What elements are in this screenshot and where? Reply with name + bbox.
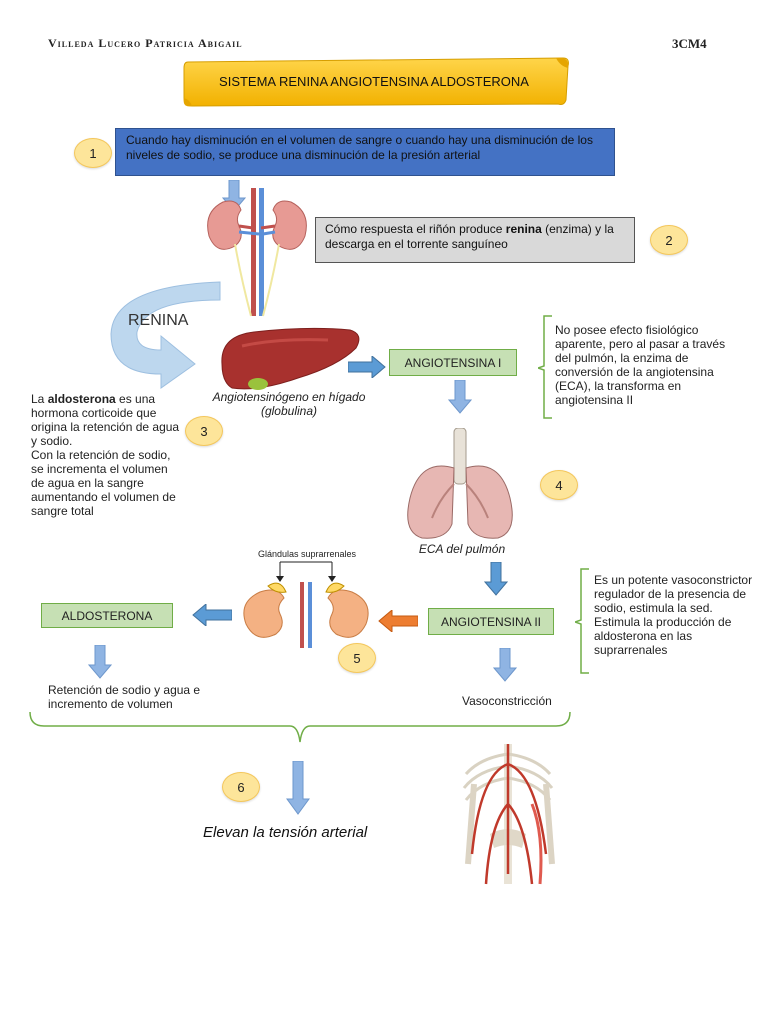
step-badge-2: 2 <box>650 225 688 255</box>
step1-text: Cuando hay disminución en el volumen de … <box>126 133 593 162</box>
step-number: 3 <box>200 423 208 439</box>
lungs-icon <box>407 428 513 539</box>
group-code: 3CM4 <box>672 36 707 51</box>
retention-text: Retención de sodio y agua e incremento d… <box>48 683 201 711</box>
adrenal-glands-icon <box>243 561 369 648</box>
title-scroll-banner <box>183 57 569 107</box>
step-number: 1 <box>89 145 97 161</box>
kidney-icon <box>207 188 307 317</box>
angiotensina-2-note: Es un potente vasoconstrictor regulador … <box>594 573 753 657</box>
angiotensina-1-box: ANGIOTENSINA I <box>389 349 517 376</box>
brace-icon <box>29 711 571 743</box>
curved-arrow-icon <box>110 281 221 389</box>
step2-text: Cómo respuesta el riñón produce <box>325 222 506 236</box>
bracket-icon <box>538 315 552 419</box>
step2-box: Cómo respuesta el riñón produce renina (… <box>315 217 635 263</box>
diagram-title: SISTEMA RENINA ANGIOTENSINA ALDOSTERONA <box>219 74 529 89</box>
step3-bold: aldosterona <box>47 392 116 406</box>
angiotensina-1-note: No posee efecto fisiológico aparente, pe… <box>555 323 726 407</box>
step-badge-5: 5 <box>338 643 376 673</box>
step3-text-start: La <box>31 392 48 406</box>
arrow-down-icon <box>88 645 112 679</box>
step2-text-end: (enzima) y la descarga en el torrente sa… <box>325 222 614 251</box>
step-number: 2 <box>665 232 673 248</box>
arrow-down-icon <box>493 648 517 682</box>
step-number: 5 <box>353 650 361 666</box>
step3-text-mid: es una hormona corticoide que origina la… <box>31 392 180 448</box>
angiotensina-2-box: ANGIOTENSINA II <box>428 608 554 635</box>
arrow-right-icon <box>348 356 386 378</box>
skeleton-vessels-icon <box>462 744 555 885</box>
aldosterona-label: ALDOSTERONA <box>61 608 153 623</box>
step2-bold: renina <box>505 222 542 236</box>
vasoconstriction-text: Vasoconstricción <box>462 694 552 708</box>
step-badge-1: 1 <box>74 138 112 168</box>
lung-caption: ECA del pulmón <box>418 542 506 556</box>
step3-text-second: Con la retención de sodio, se incrementa… <box>31 448 176 518</box>
liver-icon <box>221 327 360 390</box>
conclusion-text: Elevan la tensión arterial <box>203 824 368 841</box>
adrenal-label: Glándulas suprarrenales <box>258 549 357 559</box>
bracket-icon <box>575 568 589 674</box>
angiotensina-2-label: ANGIOTENSINA II <box>440 614 542 629</box>
step-badge-6: 6 <box>222 772 260 802</box>
arrow-down-icon <box>484 562 508 596</box>
aldosterona-box: ALDOSTERONA <box>41 603 173 628</box>
arrow-down-icon <box>448 380 472 414</box>
step-number: 4 <box>555 477 563 493</box>
arrow-left-icon <box>192 604 232 626</box>
liver-caption: Angiotensinógeno en hígado (globulina) <box>212 390 366 418</box>
arrow-left-icon <box>378 610 418 632</box>
arrow-down-icon <box>286 761 310 815</box>
angiotensina-1-label: ANGIOTENSINA I <box>404 355 502 370</box>
author-name: Villeda Lucero Patricia Abigail <box>48 36 243 50</box>
step1-box: Cuando hay disminución en el volumen de … <box>115 128 615 176</box>
step-badge-4: 4 <box>540 470 578 500</box>
renina-label: RENINA <box>128 312 189 329</box>
step-badge-3: 3 <box>185 416 223 446</box>
step3-text: La aldosterona es una hormona corticoide… <box>31 392 181 518</box>
step-number: 6 <box>237 779 245 795</box>
